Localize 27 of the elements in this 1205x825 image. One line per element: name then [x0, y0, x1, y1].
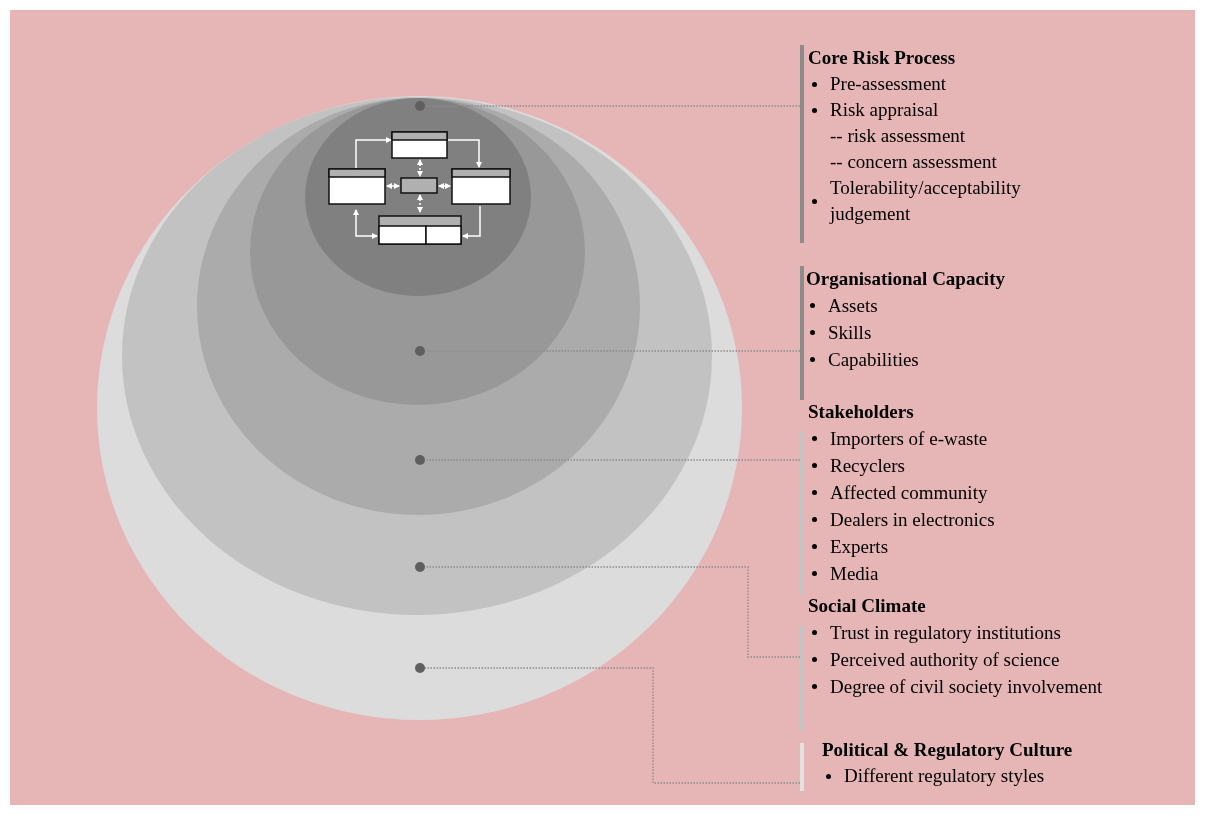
list-item-text: Capabilities	[828, 348, 919, 372]
list-item-text: Affected community	[830, 481, 988, 505]
heading: Core Risk Process	[808, 46, 957, 70]
list-item-text: Experts	[830, 535, 889, 559]
list-item-text: Tolerability/acceptability judgement	[830, 176, 1022, 226]
heading: Political & Regulatory Culture	[822, 738, 1074, 762]
list-item-text: Assets	[828, 294, 878, 318]
leader-line	[424, 566, 801, 658]
list-item-text: Risk appraisal	[830, 98, 939, 122]
list-item-text: Importers of e-waste	[830, 427, 988, 451]
list-item-text: Trust in regulatory institutions	[830, 621, 1061, 645]
list-item-text: Different regulatory styles	[844, 764, 1045, 788]
leader-line	[424, 105, 801, 107]
list-item-text: Skills	[828, 321, 872, 345]
list-item-text: Degree of civil society involvement	[830, 675, 1103, 699]
leader-line	[424, 459, 801, 461]
list-item-text: Recyclers	[830, 454, 905, 478]
leader-line	[424, 667, 801, 784]
list-item-text: Pre-assessment	[830, 72, 947, 96]
list-item-text: Dealers in electronics	[830, 508, 995, 532]
heading: Social Climate	[808, 594, 927, 618]
heading: Stakeholders	[808, 400, 915, 424]
list-item-text: Media	[830, 562, 879, 586]
sub-item-text: -- concern assessment	[830, 150, 997, 174]
list-item-text: Perceived authority of science	[830, 648, 1060, 672]
sub-item-text: -- risk assessment	[830, 124, 966, 148]
heading: Organisational Capacity	[806, 267, 1006, 291]
